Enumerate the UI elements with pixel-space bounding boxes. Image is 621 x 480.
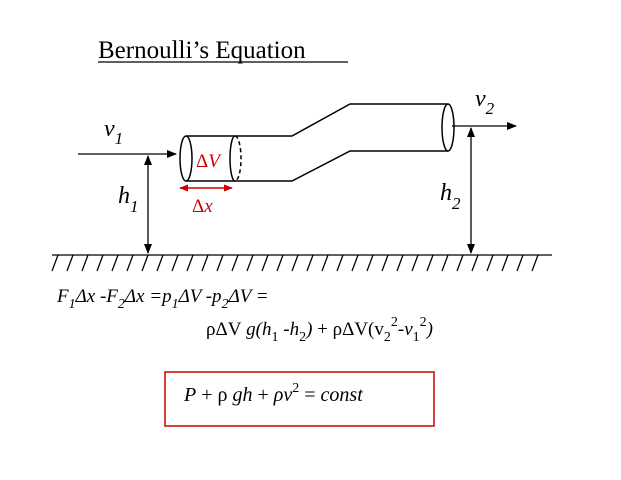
ground-hatch-mark — [171, 254, 179, 272]
ground-hatch-mark — [276, 254, 284, 272]
ground-hatch-mark — [351, 254, 359, 272]
pipe-inlet-opening — [179, 135, 193, 182]
title: Bernoulli’s Equation — [98, 37, 306, 64]
ground-hatch-mark — [306, 254, 314, 272]
ground-hatch-mark — [111, 254, 119, 272]
ground-hatch-mark — [81, 254, 89, 272]
ground-hatch-mark — [486, 254, 494, 272]
ground-hatch-mark — [531, 254, 539, 272]
delta-v-slab-boundary-dashed — [234, 135, 242, 182]
work-energy-equation-line1: F1Δx -F2Δx =p1ΔV -p2ΔV = — [56, 286, 269, 312]
bernoulli-equation: P + ρ gh + ρv2 = const — [183, 381, 363, 406]
ground-hatch-mark — [291, 254, 299, 272]
ground-hatch-mark — [216, 254, 224, 272]
ground-hatch-mark — [366, 254, 374, 272]
ground-hatch-mark — [261, 254, 269, 272]
label-h2: h2 — [440, 180, 461, 213]
label-delta-v: ΔV — [196, 151, 222, 172]
label-v1: v1 — [104, 116, 123, 148]
label-delta-x: Δx — [192, 196, 213, 217]
ground-hatch-mark — [501, 254, 509, 272]
ground-hatch-mark — [321, 254, 329, 272]
pipe — [179, 103, 455, 182]
ground-hatch-mark — [96, 254, 104, 272]
ground-hatch-mark — [246, 254, 254, 272]
ground-hatch-mark — [381, 254, 389, 272]
ground-hatch-mark — [471, 254, 479, 272]
ground — [51, 254, 552, 272]
pipe-outlet-opening — [441, 103, 455, 152]
delta-v-slab-boundary — [229, 135, 236, 182]
ground-hatch-mark — [51, 254, 59, 272]
ground-hatch-mark — [411, 254, 419, 272]
label-v2: v2 — [475, 86, 495, 118]
pipe-top-wall — [186, 103, 448, 137]
label-h1: h1 — [118, 183, 139, 216]
ground-hatch-mark — [456, 254, 464, 272]
ground-hatch-mark — [201, 254, 209, 272]
ground-hatch-mark — [141, 254, 149, 272]
ground-hatch-mark — [186, 254, 194, 272]
ground-hatch-mark — [426, 254, 434, 272]
ground-hatch-mark — [126, 254, 134, 272]
ground-hatch-mark — [336, 254, 344, 272]
ground-hatch-mark — [156, 254, 164, 272]
ground-hatch-mark — [396, 254, 404, 272]
ground-hatch-mark — [231, 254, 239, 272]
work-energy-equation-line2: ρΔV g(h1 -h2) + ρΔV(v22-v12) — [206, 315, 433, 345]
ground-hatch-mark — [516, 254, 524, 272]
ground-hatch-mark — [66, 254, 74, 272]
bernoulli-equation-box — [164, 371, 435, 427]
ground-hatching — [51, 254, 539, 272]
pipe-bottom-wall — [186, 150, 448, 182]
ground-hatch-mark — [441, 254, 449, 272]
